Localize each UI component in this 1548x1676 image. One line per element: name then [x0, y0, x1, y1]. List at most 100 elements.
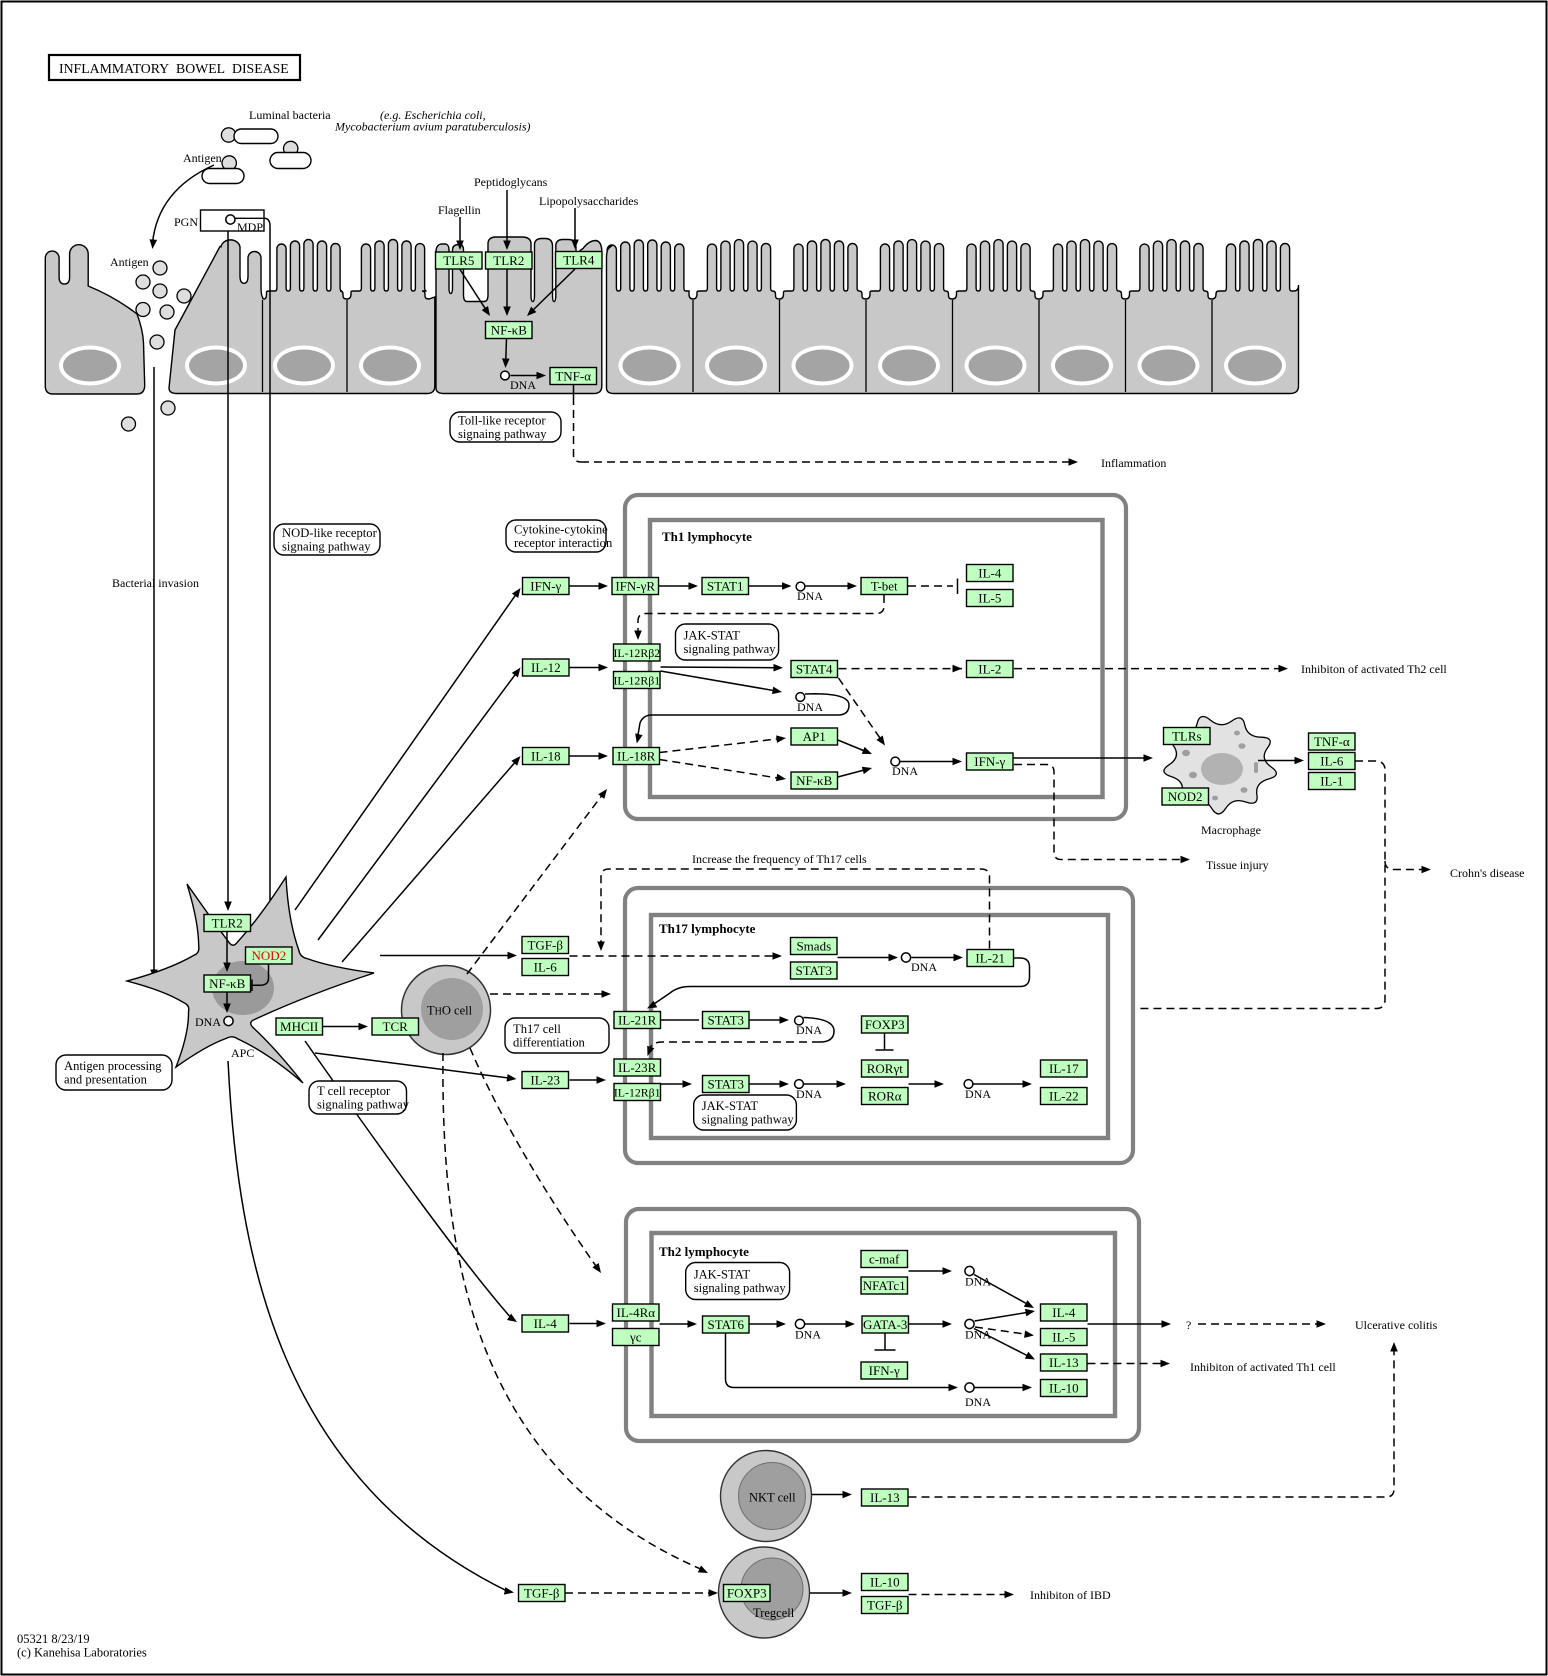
svg-text:FOXP3: FOXP3	[865, 1017, 905, 1032]
svg-text:05321 8/23/19: 05321 8/23/19	[17, 1632, 90, 1646]
svg-text:signaing pathway: signaing pathway	[282, 540, 371, 554]
svg-text:IL-13: IL-13	[870, 1490, 900, 1505]
svg-text:TLR2: TLR2	[493, 253, 524, 268]
svg-text:NOD2: NOD2	[1168, 789, 1203, 804]
svg-text:Lipopolysaccharides: Lipopolysaccharides	[539, 194, 639, 208]
svg-text:IL-12Rβ1: IL-12Rβ1	[613, 673, 660, 687]
svg-text:MDP: MDP	[237, 220, 263, 234]
svg-text:Tregcell: Tregcell	[753, 1606, 795, 1620]
svg-text:(c) Kanehisa Laboratories: (c) Kanehisa Laboratories	[17, 1646, 147, 1660]
svg-text:c-maf: c-maf	[869, 1251, 900, 1266]
svg-text:Smads: Smads	[796, 938, 831, 953]
svg-text:NOD-like receptor: NOD-like receptor	[282, 526, 378, 540]
svg-text:STAT3: STAT3	[796, 963, 833, 978]
svg-text:STAT3: STAT3	[708, 1076, 745, 1091]
svg-text:IL-1: IL-1	[1320, 773, 1343, 788]
svg-text:TGF-β: TGF-β	[867, 1597, 903, 1612]
svg-text:Inhibiton of activated Th1 cel: Inhibiton of activated Th1 cell	[1190, 1360, 1336, 1374]
svg-text:differentiation: differentiation	[513, 1036, 586, 1050]
svg-text:DNA: DNA	[796, 1087, 822, 1101]
svg-text:TNF-α: TNF-α	[555, 368, 591, 383]
svg-text:IL-23R: IL-23R	[618, 1060, 657, 1075]
svg-text:NF-κB: NF-κB	[491, 322, 527, 337]
svg-text:IL-4: IL-4	[534, 1316, 558, 1331]
svg-text:IFN-γR: IFN-γR	[615, 578, 655, 593]
svg-text:signaing pathway: signaing pathway	[458, 427, 547, 441]
svg-text:GATA-3: GATA-3	[863, 1317, 907, 1332]
svg-text:receptor interaction: receptor interaction	[514, 536, 613, 550]
svg-text:AP1: AP1	[803, 729, 826, 744]
svg-text:IL-21: IL-21	[975, 950, 1005, 965]
svg-text:NKT cell: NKT cell	[749, 1491, 796, 1505]
svg-text:FOXP3: FOXP3	[727, 1585, 767, 1600]
svg-text:DNA: DNA	[911, 960, 937, 974]
svg-text:T cell receptor: T cell receptor	[317, 1084, 391, 1098]
svg-text:Inflammation: Inflammation	[1101, 456, 1166, 470]
svg-text:TLRs: TLRs	[1172, 728, 1202, 743]
svg-text:signaling pathway: signaling pathway	[702, 1113, 795, 1127]
svg-text:IL-23: IL-23	[530, 1072, 560, 1087]
svg-text:JAK-STAT: JAK-STAT	[684, 629, 741, 643]
svg-text:TNF-α: TNF-α	[1314, 734, 1350, 749]
svg-text:Th1 lymphocyte: Th1 lymphocyte	[662, 529, 752, 544]
svg-text:DNA: DNA	[965, 1395, 991, 1409]
svg-text:IFN-γ: IFN-γ	[974, 754, 1005, 769]
svg-text:?: ?	[1186, 1318, 1191, 1332]
svg-text:Th17 cell: Th17 cell	[513, 1022, 561, 1036]
svg-text:RORγt: RORγt	[867, 1061, 903, 1076]
svg-text:IL-4: IL-4	[978, 565, 1002, 580]
svg-text:and presentation: and presentation	[64, 1073, 148, 1087]
svg-text:APC: APC	[231, 1046, 254, 1060]
svg-text:DNA: DNA	[510, 378, 536, 392]
svg-text:Inhibiton of activated Th2 cel: Inhibiton of activated Th2 cell	[1301, 662, 1447, 676]
svg-text:(e.g. Escherichia coli,: (e.g. Escherichia coli,	[380, 108, 486, 122]
svg-text:IL-12: IL-12	[531, 660, 561, 675]
svg-text:Antigen processing: Antigen processing	[64, 1059, 162, 1073]
svg-text:IFN-γ: IFN-γ	[869, 1363, 900, 1378]
svg-text:IL-10: IL-10	[1049, 1380, 1079, 1395]
svg-text:IL-10: IL-10	[870, 1574, 900, 1589]
svg-text:RORα: RORα	[868, 1088, 902, 1103]
svg-text:TCR: TCR	[383, 1019, 409, 1034]
svg-text:Peptidoglycans: Peptidoglycans	[474, 175, 548, 189]
svg-text:DNA: DNA	[965, 1087, 991, 1101]
svg-text:TLR4: TLR4	[563, 252, 595, 267]
svg-text:DNA: DNA	[195, 1015, 221, 1029]
svg-text:Th2 lymphocyte: Th2 lymphocyte	[659, 1244, 749, 1259]
svg-text:signaling pathway: signaling pathway	[684, 642, 777, 656]
svg-text:MHCII: MHCII	[280, 1019, 318, 1034]
svg-text:STAT3: STAT3	[708, 1012, 745, 1027]
svg-text:Luminal bacteria: Luminal bacteria	[249, 108, 331, 122]
svg-text:STAT6: STAT6	[708, 1317, 745, 1332]
svg-text:γc: γc	[629, 1329, 642, 1344]
svg-text:TLR2: TLR2	[212, 915, 243, 930]
svg-text:DNA: DNA	[797, 700, 823, 714]
svg-text:IL-12Rβ1: IL-12Rβ1	[614, 1085, 661, 1099]
svg-text:PGN: PGN	[174, 215, 198, 229]
svg-text:Inhibiton of IBD: Inhibiton of IBD	[1030, 1588, 1111, 1602]
svg-text:IL-6: IL-6	[534, 959, 558, 974]
svg-text:IL-2: IL-2	[978, 661, 1001, 676]
svg-text:JAK-STAT: JAK-STAT	[702, 1099, 759, 1113]
svg-text:IL-5: IL-5	[1052, 1329, 1075, 1344]
svg-text:DNA: DNA	[797, 589, 823, 603]
svg-text:IL-4: IL-4	[1052, 1305, 1076, 1320]
svg-text:IL-21R: IL-21R	[618, 1012, 657, 1027]
svg-text:JAK-STAT: JAK-STAT	[694, 1268, 751, 1282]
svg-text:IL-13: IL-13	[1049, 1355, 1079, 1370]
svg-text:TGF-β: TGF-β	[527, 937, 563, 952]
svg-text:DNA: DNA	[795, 1328, 821, 1342]
svg-text:INFLAMMATORY BOWEL DISEASE: INFLAMMATORY BOWEL DISEASE	[59, 61, 289, 76]
svg-text:DNA: DNA	[892, 764, 918, 778]
svg-text:Flagellin: Flagellin	[438, 203, 481, 217]
svg-text:Antigen: Antigen	[110, 255, 149, 269]
svg-text:TGF-β: TGF-β	[524, 1585, 560, 1600]
svg-text:Bacterial invasion: Bacterial invasion	[112, 576, 199, 590]
svg-text:T-bet: T-bet	[871, 578, 898, 593]
svg-text:Increase the frequency of Th17: Increase the frequency of Th17 cells	[692, 852, 867, 866]
svg-text:IL-4Rα: IL-4Rα	[617, 1305, 656, 1320]
svg-text:IL-12Rβ2: IL-12Rβ2	[613, 646, 660, 660]
svg-text:IL-17: IL-17	[1049, 1061, 1079, 1076]
svg-text:IL-18: IL-18	[531, 748, 561, 763]
svg-text:STAT4: STAT4	[796, 661, 833, 676]
